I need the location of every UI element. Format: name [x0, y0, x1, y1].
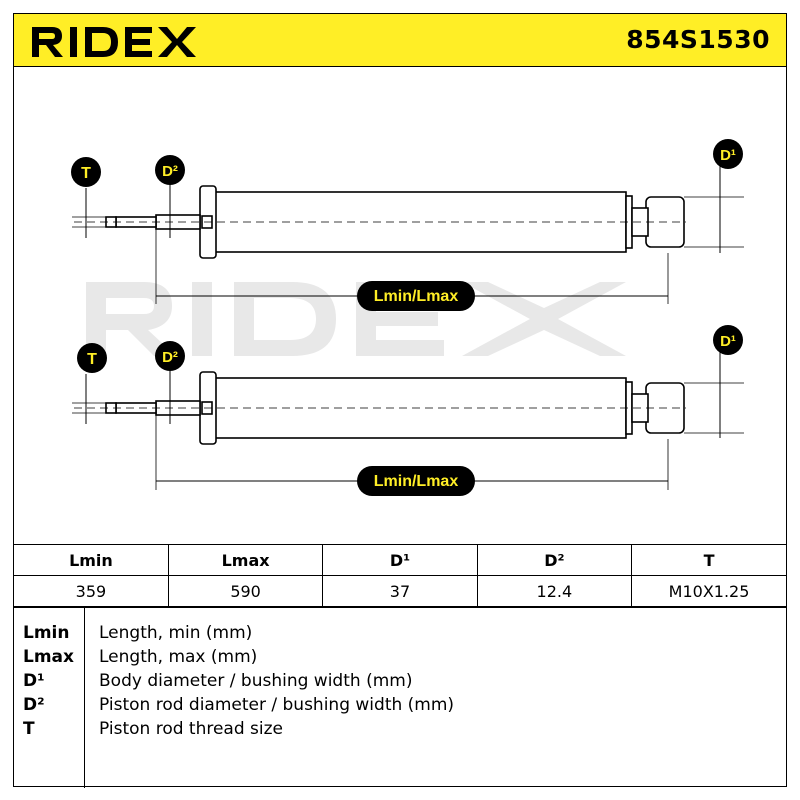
legend-key: D² [23, 695, 45, 715]
legend-key: T [23, 719, 35, 739]
legend-description: Body diameter / bushing width (mm) [99, 671, 413, 691]
length-label-lower: Lmin/Lmax [374, 473, 459, 490]
spec-value-row: 359 590 37 12.4 M10X1.25 [14, 575, 786, 607]
part-number: 854S1530 [626, 25, 770, 54]
product-sheet: 854S1530 [13, 13, 787, 788]
spec-header-lmax: Lmax [167, 544, 324, 576]
spec-value-lmax: 590 [167, 575, 324, 607]
legend-item: T Piston rod thread size [14, 717, 786, 741]
body-label-upper: D¹ [720, 147, 736, 164]
spec-value-t: M10X1.25 [631, 575, 786, 607]
legend-item: D² Piston rod diameter / bushing width (… [14, 693, 786, 717]
legend-description: Length, max (mm) [99, 647, 258, 667]
technical-drawing: T D² D¹ Lmin/Lmax T D² D¹ Lmin/Lmax [14, 68, 786, 544]
rod-label-upper: D² [162, 163, 178, 180]
length-marker-upper [357, 281, 475, 311]
legend-description: Length, min (mm) [99, 623, 253, 643]
thread-label-lower: T [87, 351, 97, 368]
header-bar: 854S1530 [14, 14, 786, 67]
ridex-logo [32, 27, 196, 57]
thread-label-upper: T [81, 165, 91, 182]
spec-value-lmin: 359 [14, 575, 169, 607]
spec-header-d2: D² [476, 544, 633, 576]
spec-value-d2: 12.4 [476, 575, 633, 607]
legend-key: Lmax [23, 647, 74, 667]
body-label-lower: D¹ [720, 333, 736, 350]
legend-key: Lmin [23, 623, 70, 643]
spec-header-t: T [631, 544, 786, 576]
legend-item: Lmax Length, max (mm) [14, 645, 786, 669]
spec-header-d1: D¹ [322, 544, 478, 576]
length-label-upper: Lmin/Lmax [374, 288, 459, 305]
legend-key: D¹ [23, 671, 45, 691]
body-marker-lower [713, 325, 743, 355]
rod-marker-lower [155, 341, 185, 371]
legend-item: Lmin Length, min (mm) [14, 621, 786, 645]
thread-marker-upper [71, 157, 101, 187]
thread-marker-lower [77, 343, 107, 373]
legend-item: D¹ Body diameter / bushing width (mm) [14, 669, 786, 693]
length-marker-lower [357, 466, 475, 496]
body-marker-upper [713, 139, 743, 169]
rod-label-lower: D² [162, 349, 178, 366]
legend-description: Piston rod diameter / bushing width (mm) [99, 695, 455, 715]
legend-divider [84, 608, 85, 788]
spec-header-row: Lmin Lmax D¹ D² T [14, 544, 786, 576]
specification-table: Lmin Lmax D¹ D² T 359 590 37 12.4 M10X1.… [14, 544, 786, 607]
lower-shock-absorber [72, 343, 744, 490]
legend: Lmin Length, min (mm) Lmax Length, max (… [14, 607, 786, 788]
upper-shock-absorber [72, 158, 744, 304]
rod-marker-upper [155, 155, 185, 185]
legend-description: Piston rod thread size [99, 719, 284, 739]
spec-value-d1: 37 [322, 575, 478, 607]
ridex-watermark [86, 282, 626, 356]
spec-header-lmin: Lmin [14, 544, 169, 576]
